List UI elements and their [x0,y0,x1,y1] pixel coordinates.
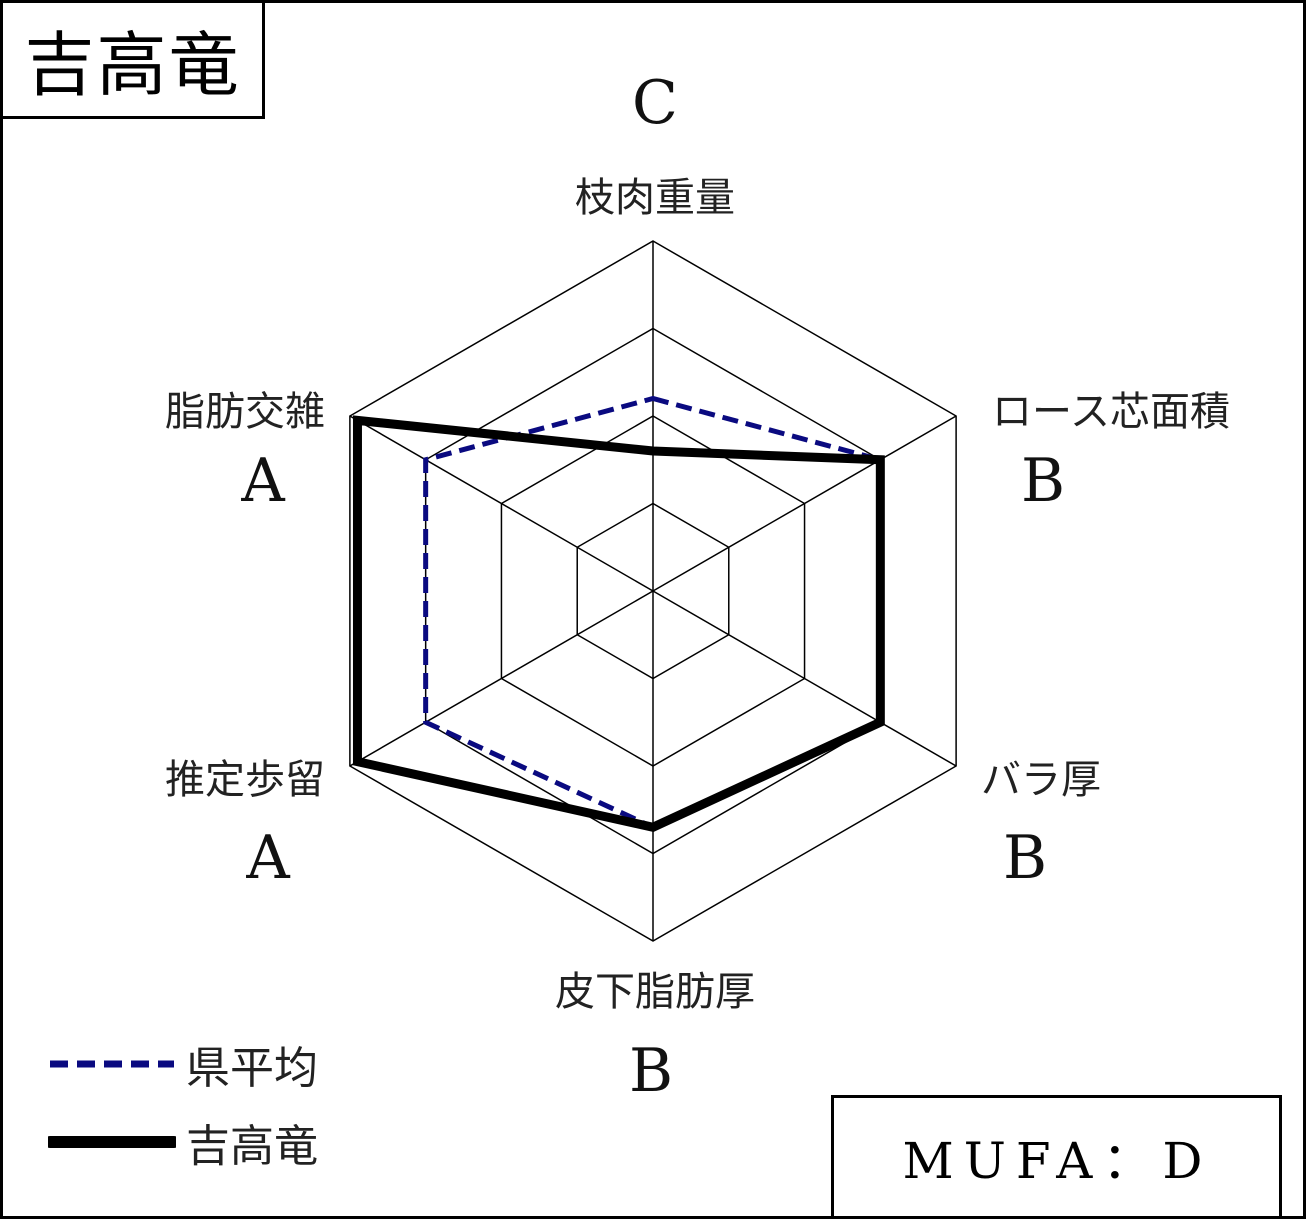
axis-label-1: ロース芯面積 [992,389,1230,435]
grid-spoke-1 [652,415,957,592]
grade-label-0: C [632,68,678,138]
grade-label-4: A [245,823,290,893]
radar-chart: 枝肉重量 C ロース芯面積 B バラ厚 B 皮下脂肪厚 B 推定歩留 A 脂肪交雑 A [165,68,1230,1106]
series-line-1 [352,415,885,832]
chart-title: 吉高竜 [3,3,265,119]
grade-label-2: B [1003,823,1047,893]
legend-label-subject: 吉高竜 [186,1121,318,1172]
grade-label-5: A [240,446,285,516]
grade-label-3: B [629,1036,673,1106]
axis-label-0: 枝肉重量 [575,175,735,221]
grid-spoke-2 [652,590,957,767]
legend-swatch-solid [48,1136,176,1148]
mufa-grade-box: MUFA：D [831,1095,1281,1219]
axis-label-5: 脂肪交雑 [165,389,325,435]
mufa-box-edge [1279,1095,1282,1219]
grade-label-1: B [1021,446,1065,516]
legend-swatch-dashed [50,1060,174,1068]
axis-label-3: 皮下脂肪厚 [555,969,755,1015]
grid-spoke-4 [349,590,654,767]
legend: 県平均 吉高竜 [48,1025,368,1181]
axis-label-4: 推定歩留 [165,757,325,803]
axis-label-2: バラ厚 [981,757,1101,803]
grid-spoke-5 [349,415,654,592]
legend-item-average: 県平均 [48,1025,368,1103]
legend-label-average: 県平均 [186,1043,318,1094]
legend-item-subject: 吉高竜 [48,1103,368,1181]
